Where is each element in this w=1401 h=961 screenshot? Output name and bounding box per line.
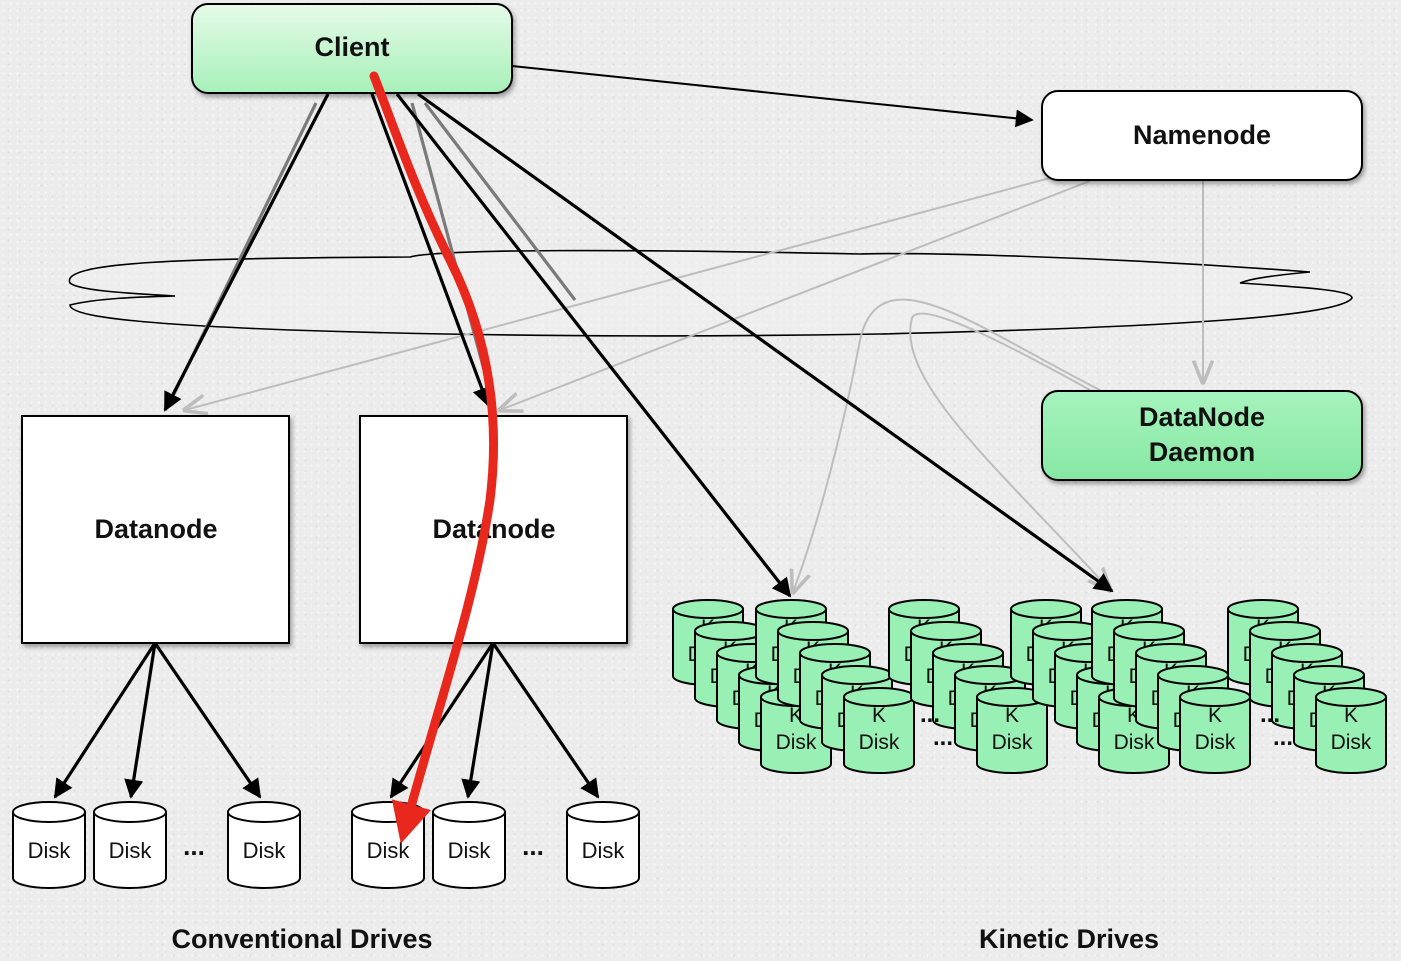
caption-conventional-drives: Conventional Drives [171,924,432,954]
disk-label: Disk [243,838,287,863]
disk-label: Disk [859,731,900,754]
conventional-disk: Disk [566,801,640,889]
kinetic-k-label: K [1344,704,1358,727]
metadata-links [185,177,1203,592]
disk-label: Disk [1195,731,1236,754]
disk-label: Disk [448,838,492,863]
network-cloud [68,249,1353,337]
disk-ellipsis: ... [183,831,205,861]
datanode-disk-links [53,642,600,799]
kinetic-ellipsis: ... [1260,701,1280,728]
kinetic-k-label: K [1208,704,1222,727]
kinetic-disk: K Disk [1179,687,1251,774]
conventional-disk: Disk [12,801,86,889]
conventional-disks: Disk Disk Disk Disk Disk Disk...... [12,801,640,889]
red-data-path [369,71,499,844]
kinetic-disks: KDiskKDiskKDiskKDiskKDiskKDiskKDiskKDisk… [672,599,1387,774]
client-black-links [163,65,1114,598]
disk-ellipsis: ... [522,831,544,861]
datanode-daemon-node: DataNode Daemon [1041,390,1363,481]
disk-label: Disk [776,731,817,754]
conventional-disk: Disk [93,801,167,889]
caption-kinetic-drives: Kinetic Drives [979,924,1159,954]
datanode-daemon-label-line2: Daemon [1149,437,1256,467]
kinetic-k-label: K [1005,704,1019,727]
datanode-daemon-label-line1: DataNode [1139,402,1265,432]
namenode-label: Namenode [1133,120,1271,150]
conventional-disk: Disk [227,801,301,889]
kinetic-disk: K Disk [976,687,1048,774]
datanode-2-label: Datanode [432,514,555,544]
conventional-disk: Disk [432,801,506,889]
namenode-node: Namenode [1041,90,1363,181]
disk-label: Disk [28,838,72,863]
disk-label: Disk [367,838,411,863]
kinetic-k-label: K [872,704,886,727]
kinetic-ellipsis: ... [933,724,953,751]
datanode-1: Datanode [21,415,290,644]
disk-label: Disk [109,838,153,863]
client-node: Client [191,3,513,94]
disk-label: Disk [1331,731,1372,754]
kinetic-disk: K Disk [843,687,915,774]
client-label: Client [314,32,389,62]
disk-label: Disk [992,731,1033,754]
kinetic-ellipsis: ... [920,701,940,728]
datanode-1-label: Datanode [94,514,217,544]
disk-label: Disk [1114,731,1155,754]
disk-label: Disk [582,838,626,863]
kinetic-ellipsis: ... [1273,724,1293,751]
kinetic-disk: K Disk [1315,687,1387,774]
